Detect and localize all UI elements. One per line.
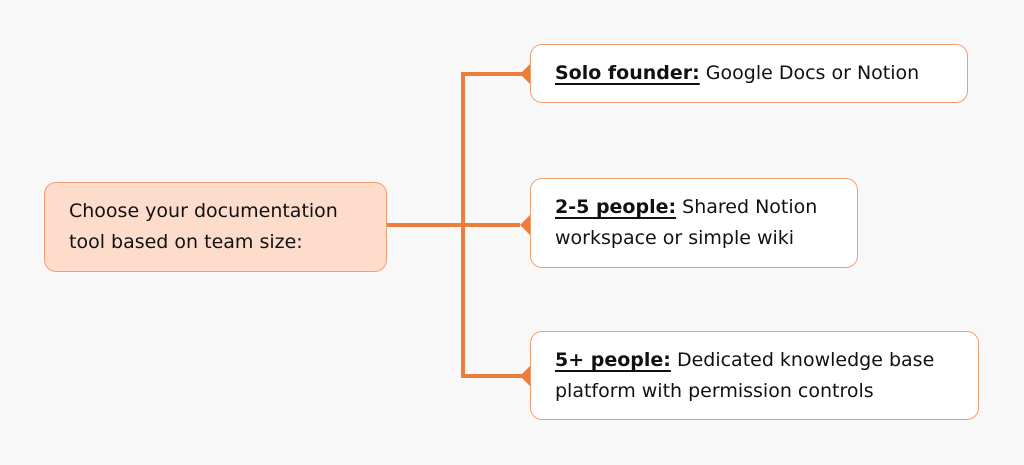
root-node-text: Choose your documentation tool based on … — [69, 200, 338, 253]
branch-node-2-5-people: 2-5 people: Shared Notion workspace or s… — [530, 178, 858, 268]
branch-description: Google Docs or Notion — [699, 62, 920, 84]
branch-description: Shared Notion workspace or simple wiki — [555, 196, 818, 249]
branch-node-text: 5+ people: Dedicated knowledge base plat… — [555, 345, 962, 407]
branch-node-solo-founder: Solo founder: Google Docs or Notion — [530, 44, 968, 103]
branch-label: 5+ people: — [555, 348, 671, 371]
branch-label: 2-5 people: — [555, 196, 677, 218]
branch-label: Solo founder: — [555, 62, 700, 84]
branch-node-text: Solo founder: Google Docs or Notion — [555, 58, 919, 89]
branch-node-5-plus-people: 5+ people: Dedicated knowledge base plat… — [530, 331, 979, 420]
branch-node-text: 2-5 people: Shared Notion workspace or s… — [555, 192, 841, 254]
branch-description: Dedicated knowledge base platform with p… — [555, 348, 935, 402]
root-node: Choose your documentation tool based on … — [44, 182, 387, 272]
